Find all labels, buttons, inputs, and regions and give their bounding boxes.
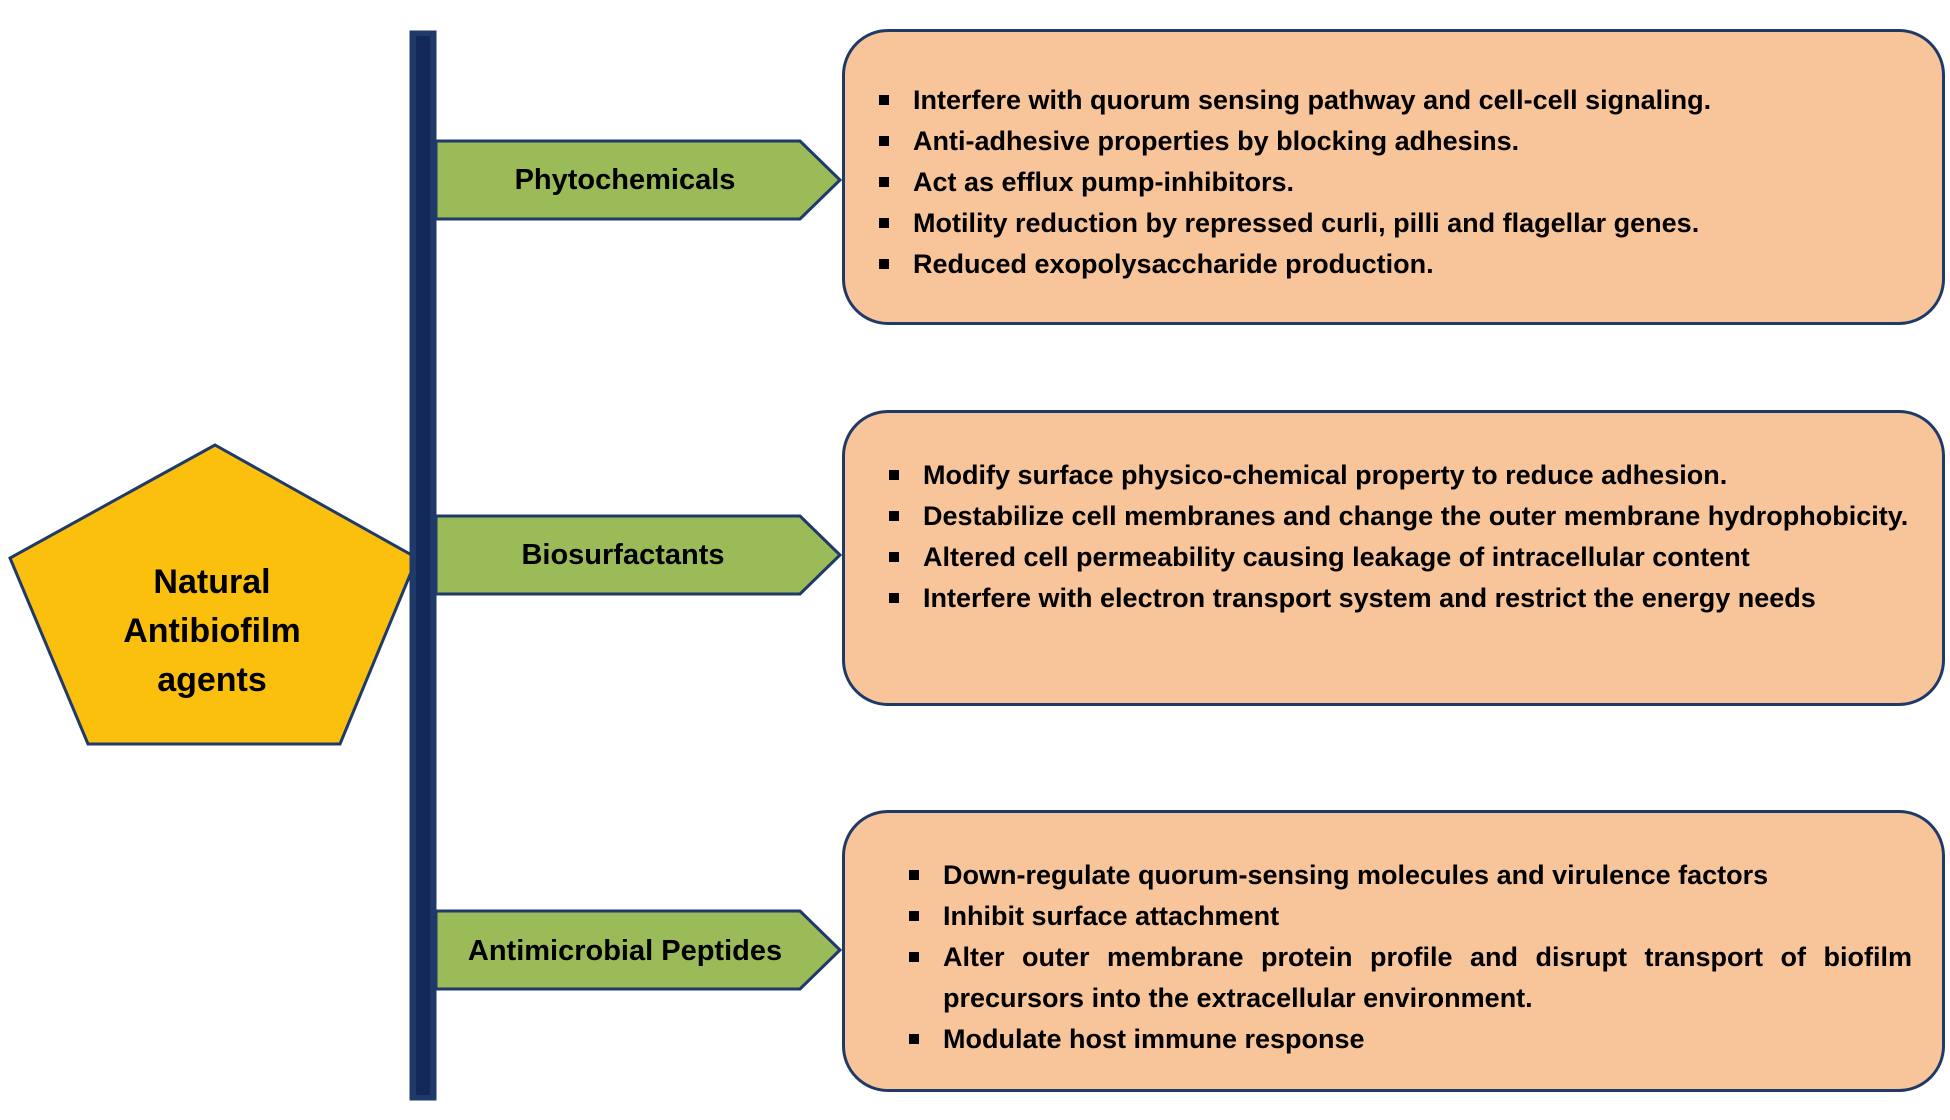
category-label-antimicrobial-peptides: Antimicrobial Peptides (468, 935, 782, 967)
antimicrobial-peptides-effects-box: Down-regulate quorum-sensing molecules a… (842, 810, 1945, 1092)
list-item: Alter outer membrane protein profile and… (909, 937, 1912, 1019)
biosurfactants-effects-box: Modify surface physico-chemical property… (842, 410, 1945, 706)
central-pentagon (8, 443, 419, 746)
antimicrobial-peptides-effects-list: Down-regulate quorum-sensing molecules a… (909, 855, 1912, 1060)
vertical-connector-bar-inner (416, 36, 430, 1095)
list-item: Act as efflux pump-inhibitors. (879, 162, 1902, 203)
list-item: Down-regulate quorum-sensing molecules a… (909, 855, 1912, 896)
list-item: Destabilize cell membranes and change th… (889, 496, 1912, 537)
category-label-phytochemicals: Phytochemicals (515, 164, 736, 196)
central-label-line1: Natural (153, 563, 270, 601)
list-item: Modify surface physico-chemical property… (889, 455, 1912, 496)
list-item: Reduced exopolysaccharide production. (879, 244, 1902, 285)
list-item: Interfere with electron transport system… (889, 578, 1912, 619)
list-item: Motility reduction by repressed curli, p… (879, 203, 1902, 244)
list-item: Modulate host immune response (909, 1019, 1912, 1060)
biosurfactants-effects-list: Modify surface physico-chemical property… (889, 455, 1912, 619)
list-item: Inhibit surface attachment (909, 896, 1912, 937)
category-label-biosurfactants: Biosurfactants (521, 539, 724, 571)
list-item: Altered cell permeability causing leakag… (889, 537, 1912, 578)
central-label-line3: agents (157, 661, 267, 699)
list-item: Interfere with quorum sensing pathway an… (879, 80, 1902, 121)
phytochemicals-effects-list: Interfere with quorum sensing pathway an… (879, 80, 1902, 285)
central-label-line2: Antibiofilm (123, 612, 301, 650)
list-item: Anti-adhesive properties by blocking adh… (879, 121, 1902, 162)
phytochemicals-effects-box: Interfere with quorum sensing pathway an… (842, 29, 1945, 325)
